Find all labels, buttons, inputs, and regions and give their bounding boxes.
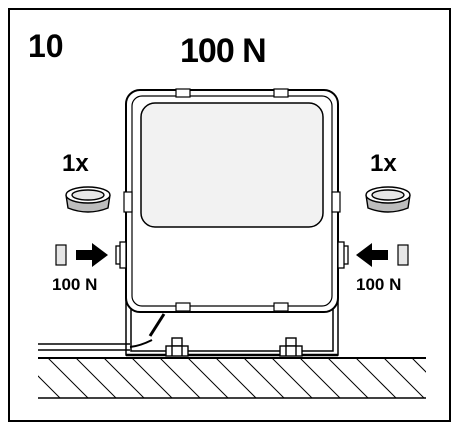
floodlight-housing [123,88,341,313]
quantity-label-left: 1x [62,150,89,177]
ground-surface [38,357,426,399]
anchor-bolt-right [279,337,303,357]
pivot-knob-left [115,241,127,269]
force-label-left: 100 N [52,275,98,294]
step-number: 10 [28,28,64,64]
push-arrow-right-icon [356,243,388,267]
cap-insert-left [55,244,67,266]
anchor-bolt-left [165,337,189,357]
force-label-right: 100 N [356,275,402,294]
cover-cap-right [365,186,411,213]
push-arrow-left-icon [76,243,108,267]
force-title: 100 N [180,32,267,70]
pivot-knob-right [337,241,349,269]
quantity-label-right: 1x [370,150,397,177]
cover-cap-left [65,186,111,213]
cap-insert-right [397,244,409,266]
power-cable [38,313,166,351]
